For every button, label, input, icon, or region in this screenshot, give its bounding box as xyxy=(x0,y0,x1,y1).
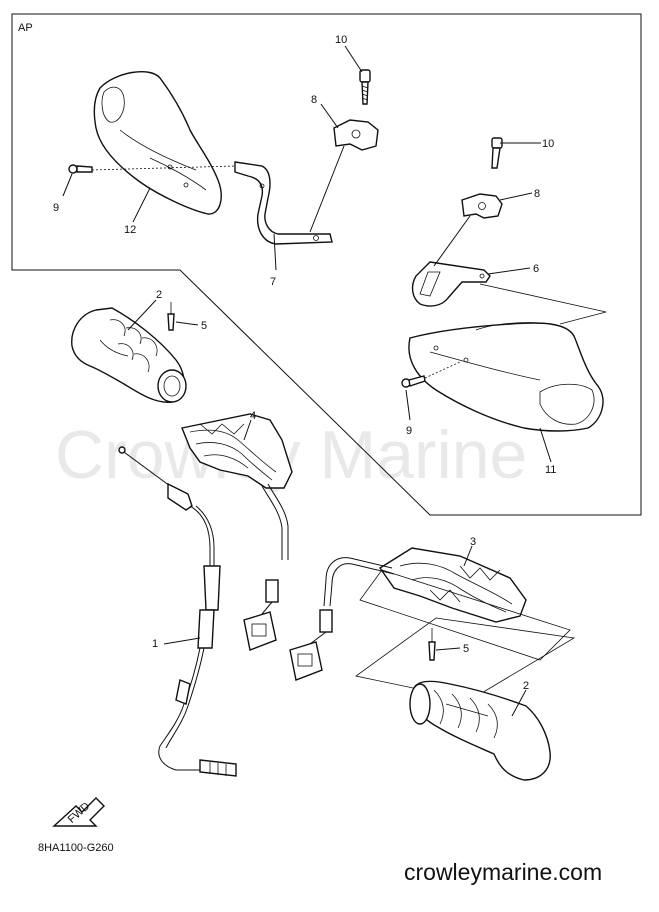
callout-9-right: 9 xyxy=(406,425,412,437)
callout-11: 11 xyxy=(545,464,556,476)
site-url: crowleymarine.com xyxy=(404,859,602,885)
callout-leaders xyxy=(62,45,552,717)
handguard-left xyxy=(93,71,222,215)
bracket-right xyxy=(411,261,491,307)
callout-2-upper: 2 xyxy=(156,289,162,301)
ap-frame-label: AP xyxy=(18,22,33,34)
screw-right xyxy=(401,375,426,388)
watermark-text: Crowley Marine xyxy=(55,417,527,493)
clamp-right xyxy=(461,193,503,219)
heater-element-right xyxy=(379,547,527,623)
callout-1: 1 xyxy=(152,638,158,650)
bolt-left xyxy=(359,69,371,105)
pin-upper xyxy=(167,302,175,331)
bracket-left xyxy=(234,161,333,245)
callout-labels: 10 8 9 12 7 10 8 6 9 11 2 5 4 1 3 5 2 xyxy=(53,34,556,692)
callout-9-left: 9 xyxy=(53,202,59,214)
callout-5-lower: 5 xyxy=(463,643,469,655)
throttle-cable xyxy=(118,446,237,777)
handguard-right xyxy=(408,322,604,432)
callout-10-left: 10 xyxy=(335,34,347,46)
grip-upper xyxy=(71,307,187,403)
callout-2-lower: 2 xyxy=(523,680,529,692)
callout-4: 4 xyxy=(250,410,256,422)
fwd-arrow-icon: FWD xyxy=(52,797,105,827)
callout-7: 7 xyxy=(270,276,276,288)
callout-5-upper: 5 xyxy=(201,320,207,332)
callout-10-right: 10 xyxy=(542,138,554,150)
drawing-code: 8HA1100-G260 xyxy=(38,842,114,854)
clamp-left xyxy=(333,119,379,151)
callout-6: 6 xyxy=(533,263,539,275)
heater-element-left xyxy=(181,413,293,489)
pin-lower xyxy=(428,628,436,661)
connector-right xyxy=(289,609,333,681)
callout-12: 12 xyxy=(124,224,136,236)
connector-left xyxy=(243,579,279,651)
grip-lower xyxy=(409,680,551,781)
callout-8-left: 8 xyxy=(311,94,317,106)
callout-3: 3 xyxy=(470,536,476,548)
ap-frame xyxy=(11,13,642,516)
callout-8-right: 8 xyxy=(534,188,540,200)
screw-left xyxy=(68,164,93,174)
